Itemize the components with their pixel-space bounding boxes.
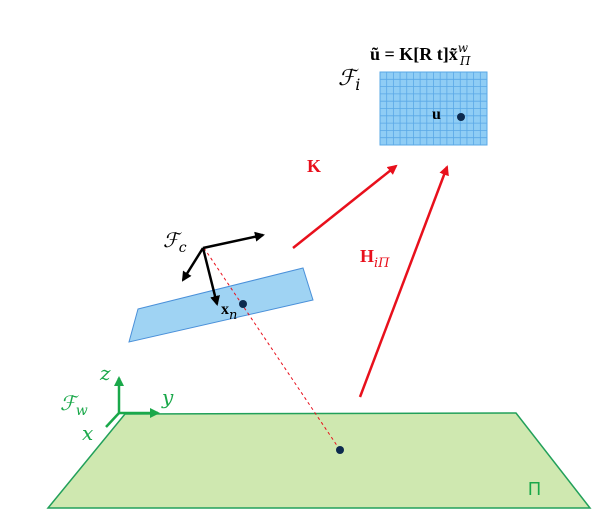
pixel-label: u — [432, 106, 441, 123]
ground-point — [336, 446, 344, 454]
axis-x-label: x — [82, 421, 93, 445]
camera-axis-down — [201, 247, 220, 306]
image-plane — [379, 71, 488, 146]
camera-frame-label: ℱc — [163, 228, 187, 256]
K-arrow — [292, 164, 398, 249]
H-arrow — [358, 165, 449, 398]
world-frame-label: ℱw — [60, 391, 88, 419]
pixel-point — [457, 113, 465, 121]
ground-plane — [46, 412, 592, 509]
xn-label: xn — [221, 301, 237, 323]
projection-ray — [203, 247, 341, 451]
world-axis-x — [105, 412, 120, 428]
xn-point — [239, 300, 247, 308]
ground-plane-label: Π — [528, 479, 541, 499]
axis-y-label: y — [161, 385, 174, 409]
camera-plane — [128, 267, 314, 343]
axis-z-label: z — [99, 361, 111, 385]
H-label: HiΠ — [360, 246, 390, 271]
camera-axis-left — [181, 247, 205, 282]
camera-axis-right — [202, 231, 265, 250]
image-frame-label: ℱi — [338, 66, 360, 94]
K-label: K — [307, 156, 321, 176]
image-grid — [380, 72, 487, 145]
